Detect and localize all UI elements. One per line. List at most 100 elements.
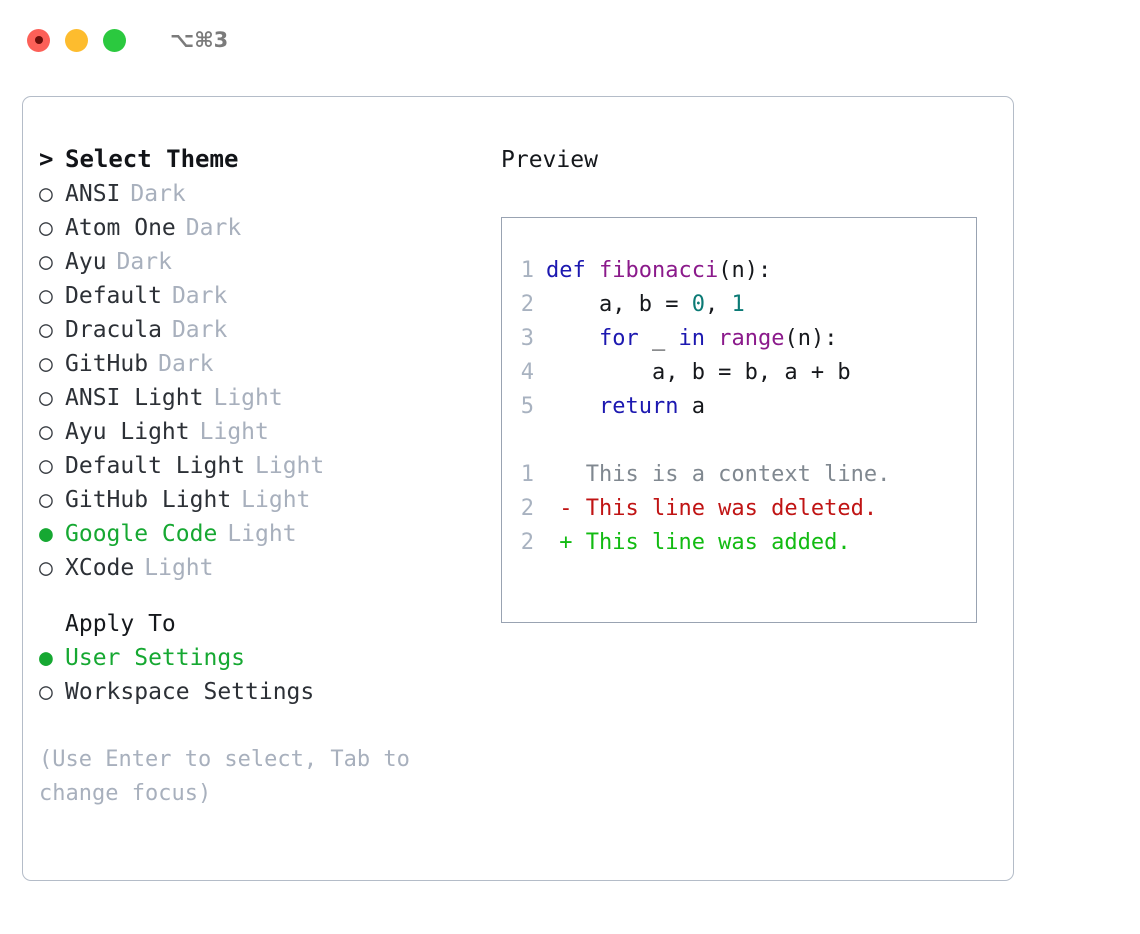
spacer-bullet-icon: ○ bbox=[39, 613, 65, 636]
code-line: 3 for _ in range(n): bbox=[502, 326, 976, 360]
line-number: 2 bbox=[520, 292, 534, 317]
theme-option-label: XCode bbox=[65, 555, 135, 581]
radio-unselected-icon: ○ bbox=[39, 385, 53, 411]
code-token-pl: a, b = bbox=[546, 292, 692, 317]
apply-to-list: ●User Settings○ Workspace Settings bbox=[39, 645, 479, 713]
radio-unselected-icon: ○ bbox=[39, 215, 53, 241]
code-token-pl: (n): bbox=[718, 258, 772, 283]
code-token-pl: a, b = b, a + b bbox=[546, 360, 851, 385]
theme-option-label: GitHub Light bbox=[65, 487, 232, 513]
keyboard-hint: (Use Enter to select, Tab to change focu… bbox=[39, 747, 424, 806]
code-token-pl bbox=[705, 326, 718, 351]
code-token-num: 1 bbox=[731, 292, 745, 317]
radio-unselected-icon: ○ bbox=[39, 317, 53, 343]
minimize-button[interactable] bbox=[65, 28, 88, 52]
code-line: 5 return a bbox=[502, 394, 976, 428]
code-text: def fibonacci(n): bbox=[546, 258, 771, 283]
code-text: return a bbox=[546, 394, 705, 419]
theme-option-label: GitHub bbox=[65, 351, 149, 377]
page-title: Select Theme bbox=[65, 145, 239, 173]
recording-dot-icon bbox=[34, 36, 43, 44]
theme-option-label: Dracula bbox=[65, 317, 162, 343]
apply-to-label: Apply To bbox=[65, 611, 176, 637]
line-number: 1 bbox=[520, 462, 534, 487]
code-token-pl bbox=[546, 326, 599, 351]
code-token-pl bbox=[546, 394, 599, 419]
line-number: 3 bbox=[520, 326, 534, 351]
theme-option-label: Default bbox=[65, 283, 162, 309]
title-bar: ⌥⌘3 bbox=[0, 0, 1140, 80]
theme-option-label: Ayu bbox=[65, 249, 107, 275]
theme-option-github[interactable]: ○ GitHub Dark bbox=[39, 351, 479, 385]
theme-variant-tag: Dark bbox=[130, 181, 186, 207]
line-number: 2 bbox=[520, 496, 534, 521]
apply-to-header: ○ Apply To bbox=[39, 611, 479, 645]
radio-unselected-icon: ○ bbox=[39, 351, 53, 377]
theme-option-xcode[interactable]: ○ XCode Light bbox=[39, 555, 479, 589]
line-number: 4 bbox=[520, 360, 534, 385]
apply-to-option-user-settings[interactable]: ●User Settings bbox=[39, 645, 479, 679]
diff-line-add: 2 + This line was added. bbox=[502, 530, 976, 564]
close-button[interactable] bbox=[27, 28, 50, 52]
diff-text: This is a context line. bbox=[546, 462, 891, 487]
radio-unselected-icon: ○ bbox=[39, 555, 53, 581]
line-number: 5 bbox=[520, 394, 534, 419]
code-token-num: 0 bbox=[691, 292, 705, 317]
radio-unselected-icon: ○ bbox=[39, 453, 53, 479]
theme-option-label: ANSI bbox=[65, 181, 121, 207]
maximize-button[interactable] bbox=[103, 28, 126, 52]
code-token-fn: range bbox=[718, 326, 785, 351]
theme-option-label: Atom One bbox=[65, 215, 176, 241]
theme-option-label: ANSI Light bbox=[65, 385, 204, 411]
code-token-kw: def bbox=[546, 258, 599, 283]
section-spacer bbox=[39, 589, 479, 611]
code-line: 2 a, b = 0, 1 bbox=[502, 292, 976, 326]
preview-title: Preview bbox=[501, 147, 598, 173]
diff-line-ctx: 1 This is a context line. bbox=[502, 462, 976, 496]
code-token-pl: (n): bbox=[784, 326, 838, 351]
code-token-fn: fibonacci bbox=[598, 258, 719, 283]
apply-to-option-label: Workspace Settings bbox=[65, 679, 315, 705]
diff-text: - This line was deleted. bbox=[546, 496, 878, 521]
theme-option-ansi-light[interactable]: ○ ANSI Light Light bbox=[39, 385, 479, 419]
theme-variant-tag: Light bbox=[227, 521, 297, 547]
code-text: a, b = 0, 1 bbox=[546, 292, 745, 317]
line-number: 1 bbox=[520, 258, 534, 283]
line-number: 2 bbox=[520, 530, 534, 555]
radio-unselected-icon: ○ bbox=[39, 419, 53, 445]
theme-variant-tag: Dark bbox=[158, 351, 214, 377]
theme-variant-tag: Light bbox=[255, 453, 325, 479]
code-token-pl: _ bbox=[638, 326, 679, 351]
apply-to-option-workspace-settings[interactable]: ○ Workspace Settings bbox=[39, 679, 479, 713]
code-line: 4 a, b = b, a + b bbox=[502, 360, 976, 394]
theme-option-label: Ayu Light bbox=[65, 419, 190, 445]
theme-variant-tag: Light bbox=[241, 487, 311, 513]
traffic-lights bbox=[27, 28, 126, 52]
code-diff-gap bbox=[502, 428, 976, 462]
radio-selected-icon: ● bbox=[39, 521, 53, 547]
theme-variant-tag: Light bbox=[144, 555, 214, 581]
theme-variant-tag: Light bbox=[213, 385, 283, 411]
shortcut-label: ⌥⌘3 bbox=[170, 28, 229, 52]
diff-block: 1 This is a context line.2 - This line w… bbox=[502, 462, 976, 564]
theme-variant-tag: Dark bbox=[116, 249, 172, 275]
select-theme-header: > Select Theme bbox=[39, 145, 479, 181]
prompt-caret-icon: > bbox=[39, 145, 54, 173]
code-text: a, b = b, a + b bbox=[546, 360, 851, 385]
radio-unselected-icon: ○ bbox=[39, 679, 53, 705]
radio-unselected-icon: ○ bbox=[39, 283, 53, 309]
